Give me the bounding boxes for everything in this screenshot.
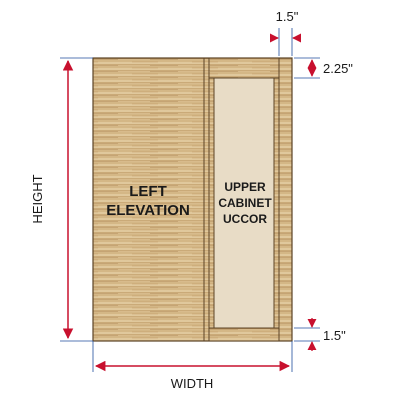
cabinet-side <box>92 57 293 342</box>
width-label: WIDTH <box>171 376 214 391</box>
left-panel-label-line1: LEFT <box>129 183 167 200</box>
bottom-rail <box>208 327 280 342</box>
top-stile-dimension: 1.5" <box>269 9 302 56</box>
top-rail <box>208 57 280 79</box>
height-dimension: HEIGHT <box>30 57 93 342</box>
right-bottom-dim-label: 1.5" <box>323 328 346 343</box>
left-panel-label-line2: ELEVATION <box>106 202 190 219</box>
right-panel-label-line3: UCCOR <box>223 212 267 226</box>
height-label: HEIGHT <box>30 174 45 223</box>
width-dimension: WIDTH <box>92 341 293 391</box>
bottom-rail-dimension: 1.5" <box>294 318 346 351</box>
right-top-dim-label: 2.25" <box>323 61 353 76</box>
side-panel-outline <box>92 57 293 342</box>
right-panel-label-line2: CABINET <box>218 196 272 210</box>
right-panel-label-line1: UPPER <box>224 180 266 194</box>
top-rail-dimension: 2.25" <box>294 57 353 79</box>
inset-panel <box>213 77 275 329</box>
top-dim-label: 1.5" <box>276 9 299 24</box>
